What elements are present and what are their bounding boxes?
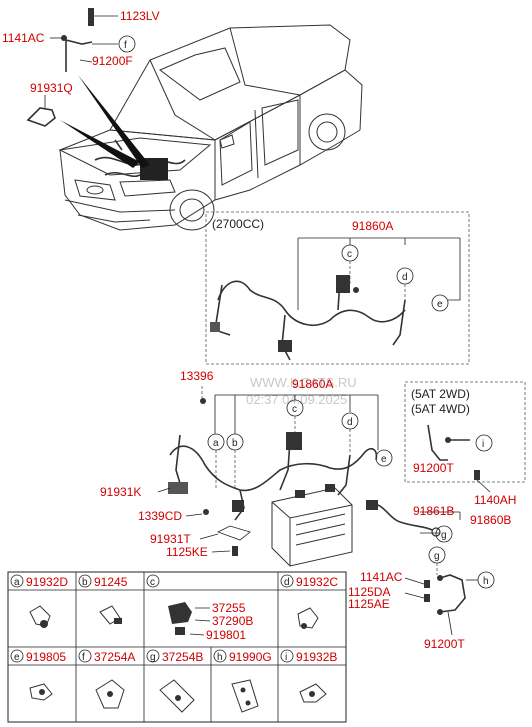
legend-letter-c: c	[150, 577, 155, 588]
callout-c-box-letter: c	[347, 249, 352, 260]
part-label-91931T[interactable]: 91931T	[150, 532, 191, 546]
callout-h-lower-letter: h	[483, 576, 489, 587]
callout-e-box-letter: e	[437, 299, 443, 310]
leader-wedge-2	[60, 120, 140, 168]
leader-wedge-1	[78, 75, 150, 168]
callout-g-cable-letter: g	[441, 530, 447, 541]
legend-drawing-37255	[168, 602, 192, 635]
callout-d-box-letter: d	[402, 272, 408, 283]
harness-2700cc	[210, 275, 406, 361]
callout-g-cable	[435, 525, 453, 543]
part-label-1339CD[interactable]: 1339CD	[138, 509, 182, 523]
callout-a-main-letter: a	[213, 438, 219, 449]
legend-part-91990G[interactable]: 91990G	[229, 650, 272, 664]
callout-e-main-letter: e	[381, 454, 387, 465]
battery	[271, 484, 353, 567]
top-parts	[26, 8, 118, 127]
legend-drawing-91932B	[299, 683, 327, 703]
legend-drawing-91245	[99, 605, 122, 625]
watermark-timestamp: 02:37 04.09.2025	[246, 392, 347, 407]
legend-drawing-37254A	[95, 679, 125, 709]
legend-letter-circle-b	[78, 574, 92, 588]
legend-part-91245[interactable]: 91245	[94, 575, 128, 589]
legend-letter-circle-g	[146, 649, 160, 663]
callout-g-lower-letter: g	[434, 551, 440, 562]
part-label-91860B[interactable]: 91860B	[470, 513, 511, 527]
legend-letter-h: h	[217, 652, 223, 663]
callout-b-main-letter: b	[232, 438, 238, 449]
legend-part-91932D[interactable]: 91932D	[26, 575, 68, 589]
legend-table	[7, 571, 347, 723]
part-label-91200F[interactable]: 91200F	[92, 54, 133, 68]
part-label-91931Q[interactable]: 91931Q	[30, 81, 73, 95]
part-label-91860A-main[interactable]: 91860A	[292, 377, 333, 391]
part-label-1125KE[interactable]: 1125KE	[166, 545, 208, 559]
part-label-13396[interactable]: 13396	[180, 369, 214, 383]
legend-part-919805[interactable]: 919805	[26, 650, 66, 664]
part-label-91861B[interactable]: 91861B	[413, 504, 454, 518]
box-5at-line1: (5AT 2WD)	[411, 387, 470, 401]
part-label-91931K[interactable]: 91931K	[100, 485, 141, 499]
box-2700cc-condition: (2700CC)	[212, 217, 264, 231]
callout-e-box	[431, 294, 449, 312]
legend-letter-e: e	[14, 652, 20, 663]
legend-drawing-37254B	[159, 679, 195, 713]
ground-strap	[424, 574, 466, 615]
part-label-1141AC-lower[interactable]: 1141AC	[360, 570, 403, 584]
legend-letter-circle-h	[213, 649, 227, 663]
callout-i-box	[475, 434, 493, 452]
legend-drawing-91932D	[29, 605, 51, 628]
legend-letter-b: b	[82, 577, 88, 588]
part-label-91200T-box[interactable]: 91200T	[413, 461, 454, 475]
box-5at	[404, 381, 526, 483]
box-2700cc	[205, 211, 470, 365]
callout-f-top	[118, 35, 136, 53]
part-label-91860A-box[interactable]: 91860A	[352, 219, 393, 233]
callout-f-top-letter: f	[124, 40, 127, 51]
part-label-91200T-lower[interactable]: 91200T	[424, 637, 465, 651]
legend-letter-circle-a	[10, 574, 24, 588]
part-label-1141AC-top[interactable]: 1141AC	[2, 31, 45, 45]
box-5at-line2: (5AT 4WD)	[411, 402, 470, 416]
legend-part-37255[interactable]: 37255	[212, 601, 246, 615]
watermark-site: WWW.ILCATS.RU	[250, 375, 357, 390]
callout-h-lower	[477, 571, 495, 589]
callout-i-box-letter: i	[482, 439, 484, 450]
legend-letter-circle-e	[10, 649, 24, 663]
legend-letter-circle-f	[78, 649, 92, 663]
legend-part-37254A[interactable]: 37254A	[94, 650, 135, 664]
part-label-1125DA[interactable]: 1125DA	[348, 585, 390, 599]
legend-part-919801[interactable]: 919801	[206, 628, 246, 642]
part-label-1125AE[interactable]: 1125AE	[348, 597, 390, 611]
legend-letter-circle-c	[146, 574, 160, 588]
legend-part-37290B[interactable]: 37290B	[212, 614, 253, 628]
legend-drawing-919805	[29, 683, 53, 701]
legend-part-37254B[interactable]: 37254B	[162, 650, 203, 664]
callout-d-main-letter: d	[347, 417, 353, 428]
legend-letter-f: f	[82, 652, 85, 663]
legend-drawing-91932C	[297, 607, 319, 629]
legend-drawing-91990G	[231, 679, 259, 713]
harness-main	[168, 432, 378, 521]
legend-letter-i: i	[285, 652, 287, 663]
legend-letter-d: d	[284, 577, 290, 588]
legend-letter-circle-d	[280, 574, 294, 588]
part-label-1140AH[interactable]: 1140AH	[474, 493, 516, 507]
legend-letter-g: g	[150, 652, 156, 663]
legend-part-91932C[interactable]: 91932C	[296, 575, 338, 589]
callout-c-main-letter: c	[292, 404, 297, 415]
legend-letter-circle-i	[280, 649, 294, 663]
part-label-1123LV[interactable]: 1123LV	[120, 9, 160, 23]
legend-letter-a: a	[14, 577, 20, 588]
legend-part-91932B[interactable]: 91932B	[296, 650, 337, 664]
